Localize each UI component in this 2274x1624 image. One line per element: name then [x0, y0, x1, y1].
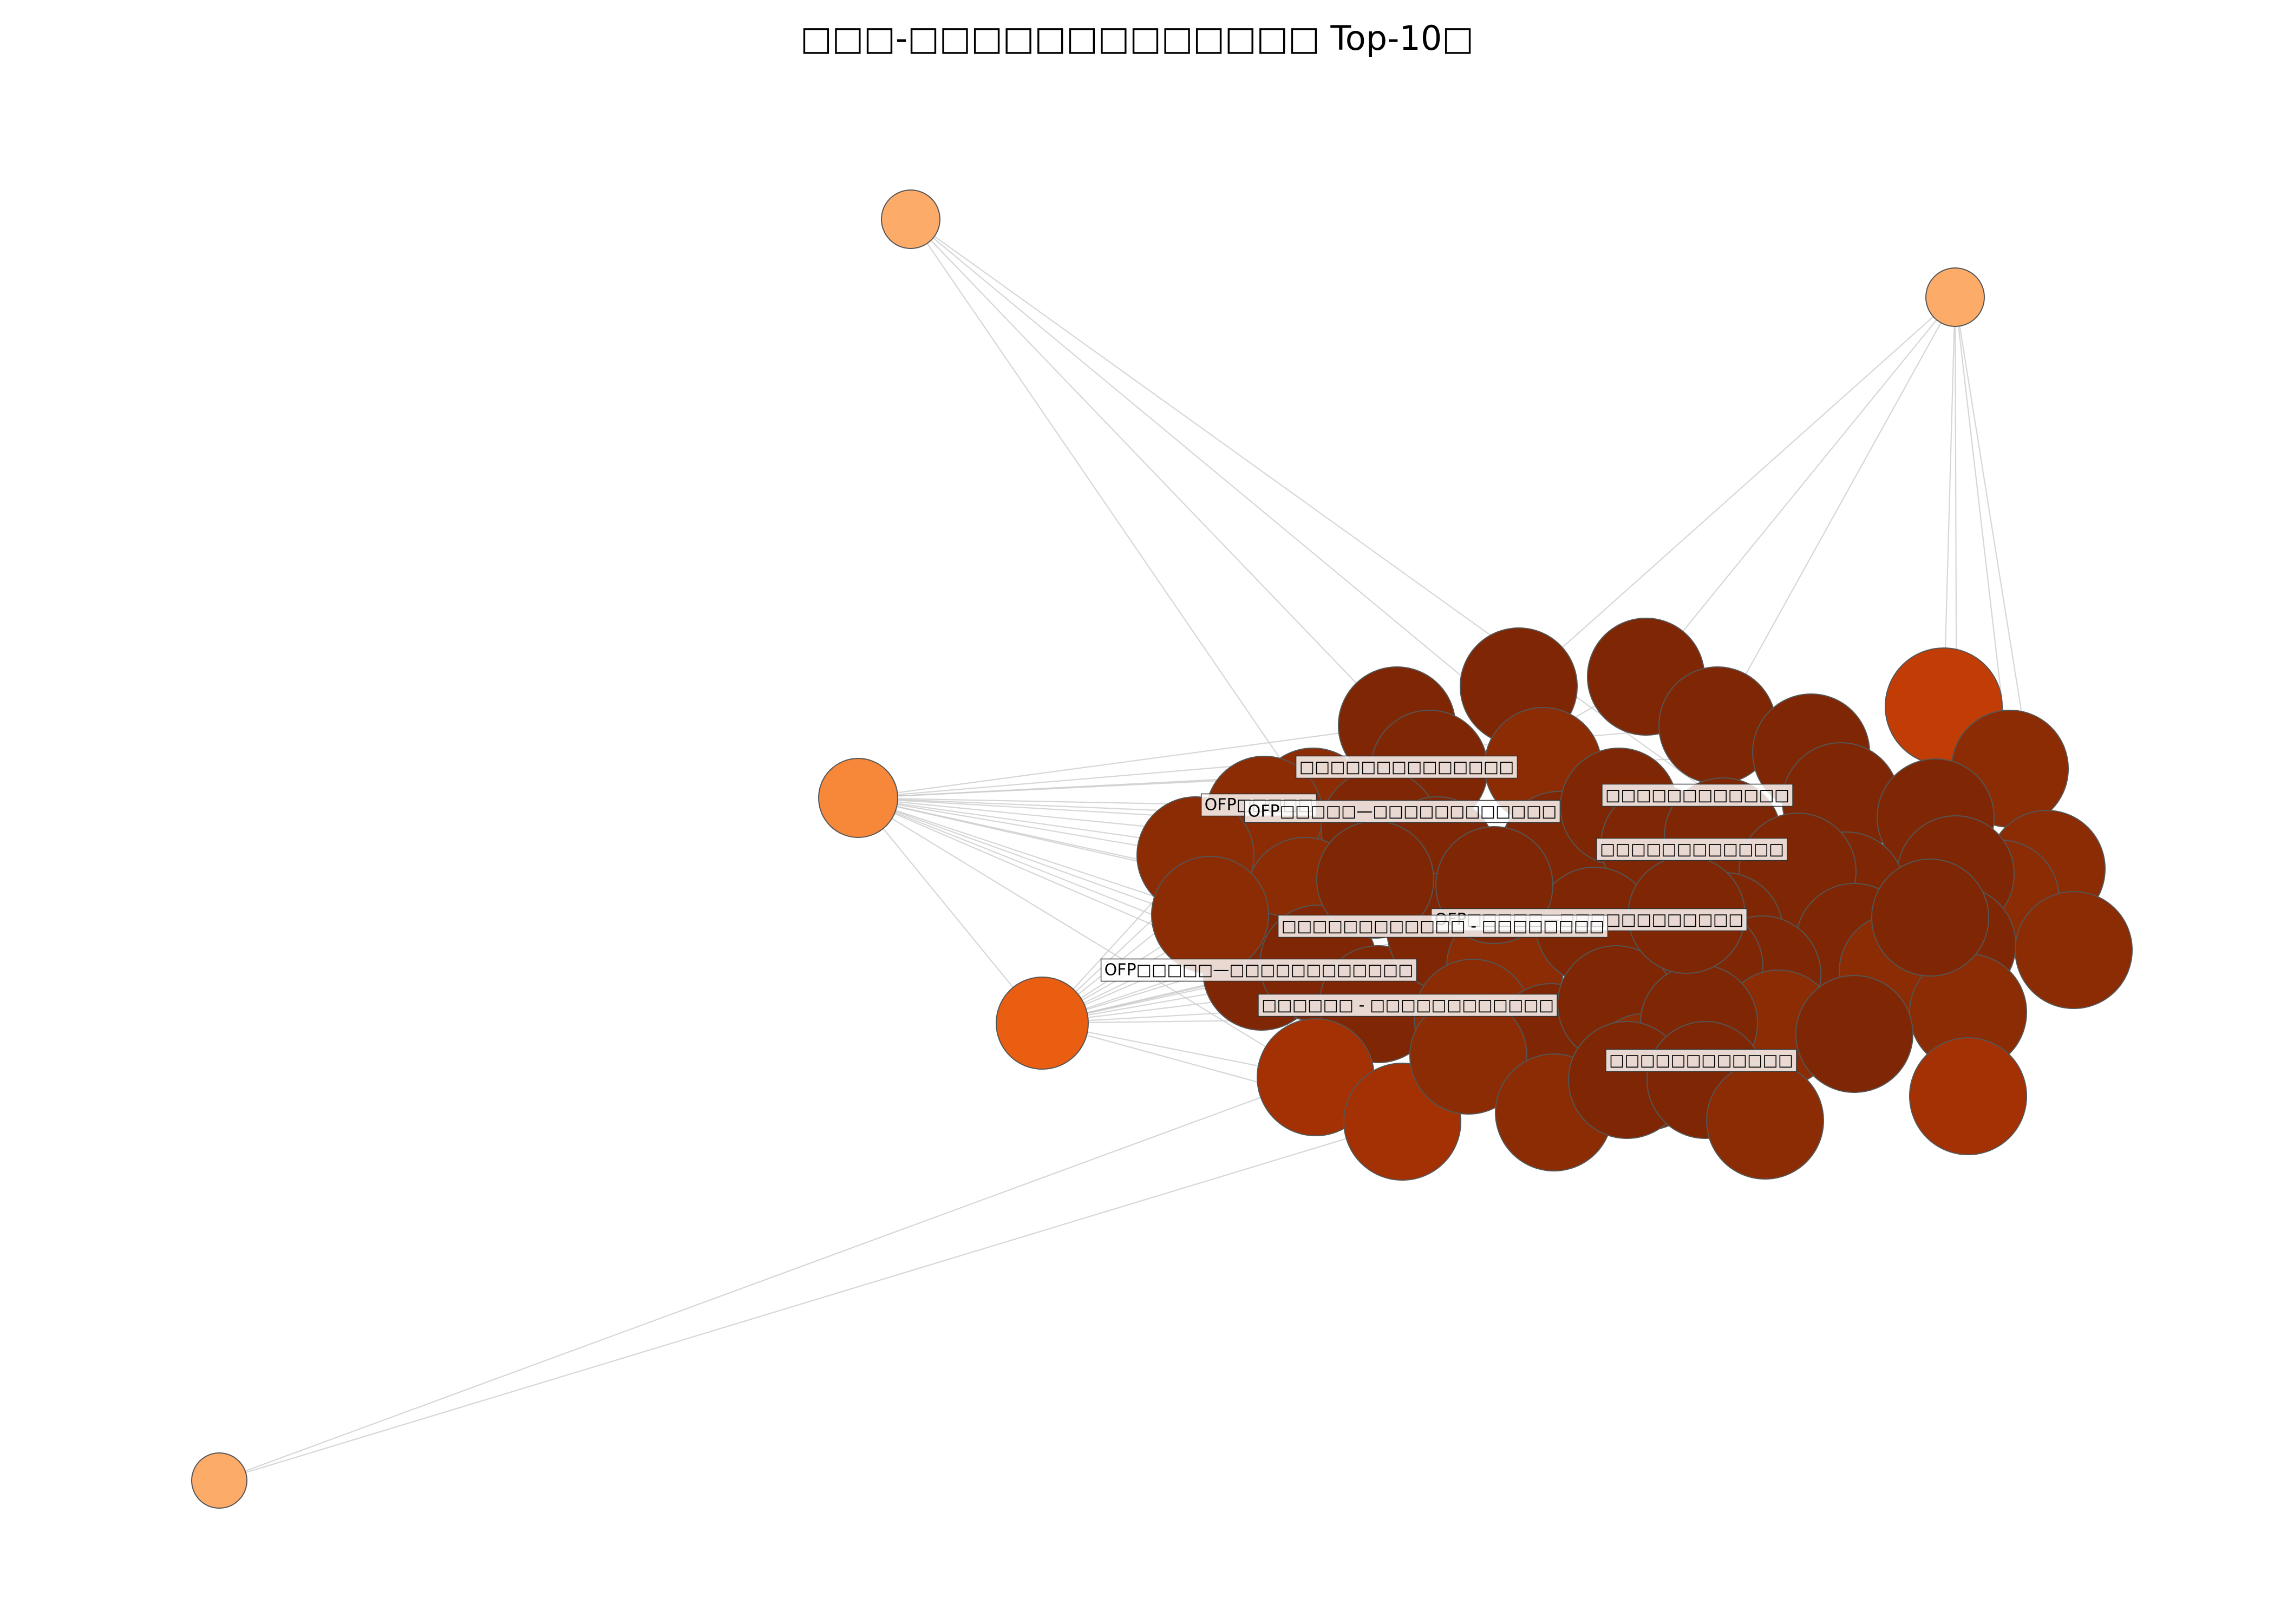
node-label-text: □□□□□□ - □□□□□□□□□□□□: [1262, 996, 1554, 1015]
node-label-box: [1100, 958, 1417, 982]
node-label: □□□□□□□□□□□□□□: [1295, 755, 1518, 779]
cluster-node: [1706, 1062, 1824, 1180]
graph-title: □□□-□□□□□□□□□□□□□ Top-10□: [800, 18, 1474, 58]
peripheral-node: [996, 977, 1089, 1070]
graph-edge: [219, 1076, 1316, 1482]
cluster-node: [1909, 1037, 2027, 1155]
node-label-box: [1596, 837, 1788, 861]
peripheral-node: [818, 758, 898, 838]
graph-edge: [910, 219, 1314, 807]
node-label-text: □□□□□□□□□□□□□□: [1299, 758, 1514, 777]
peripheral-node: [881, 189, 940, 249]
nodes-layer: [191, 189, 2133, 1509]
graph-edge: [219, 1121, 1403, 1482]
graph-edge: [1645, 297, 1956, 677]
graph-edge: [858, 797, 1043, 1024]
cluster-node: [2015, 891, 2133, 1009]
node-label-text: □□□□□□□□□□□□ - □□□□□□□□: [1282, 917, 1605, 936]
node-label-text: □□□□□□□□□□□□: [1600, 840, 1784, 859]
peripheral-node: [1925, 267, 1985, 327]
node-label-text: □□□□□□□□□□□□: [1605, 786, 1789, 805]
node-label-box: [1244, 800, 1561, 823]
graph-edge: [858, 797, 1316, 1078]
peripheral-node: [191, 1452, 247, 1509]
node-label-text: □□□□□□□□□□□□: [1609, 1051, 1793, 1070]
node-label: OFP□□□□□—□□□□□□□□□□□□: [1100, 958, 1417, 982]
node-label: □□□□□□□□□□□□ - □□□□□□□□: [1277, 914, 1609, 938]
node-label: □□□□□□□□□□□□: [1596, 837, 1788, 861]
node-label-box: [1258, 993, 1558, 1017]
node-label-box: [1295, 755, 1518, 779]
cluster-node: [1871, 859, 1989, 977]
node-label: OFP□□□□□—□□□□□□□□□□□□: [1244, 800, 1561, 823]
cluster-node: [1795, 975, 1913, 1093]
labels-layer: □□□□□□□□□□□□□□OFP□□□□□OFP□□□□□—□□□□□□□□□…: [1100, 755, 1797, 1072]
graph-edge: [858, 724, 1397, 799]
node-label: □□□□□□ - □□□□□□□□□□□□: [1258, 993, 1558, 1017]
graph-edge: [1518, 297, 1956, 687]
node-label-box: [1602, 783, 1793, 807]
node-label-text: OFP□□□□□—□□□□□□□□□□□□: [1105, 961, 1414, 980]
graph-edge: [858, 797, 1211, 916]
graph-edge: [1717, 297, 1956, 726]
graph-edge: [910, 219, 1397, 726]
node-label-text: OFP□□□□□—□□□□□□□□□□□□: [1248, 802, 1557, 821]
graph-edge: [1954, 297, 2011, 769]
cluster-node: [1151, 856, 1269, 974]
graph-edge: [910, 219, 1847, 891]
node-label-box: [1277, 914, 1609, 938]
graph-edge: [1943, 297, 1956, 707]
node-label: □□□□□□□□□□□□: [1605, 1049, 1797, 1072]
node-label: □□□□□□□□□□□□: [1602, 783, 1793, 807]
node-label-box: [1605, 1049, 1797, 1072]
